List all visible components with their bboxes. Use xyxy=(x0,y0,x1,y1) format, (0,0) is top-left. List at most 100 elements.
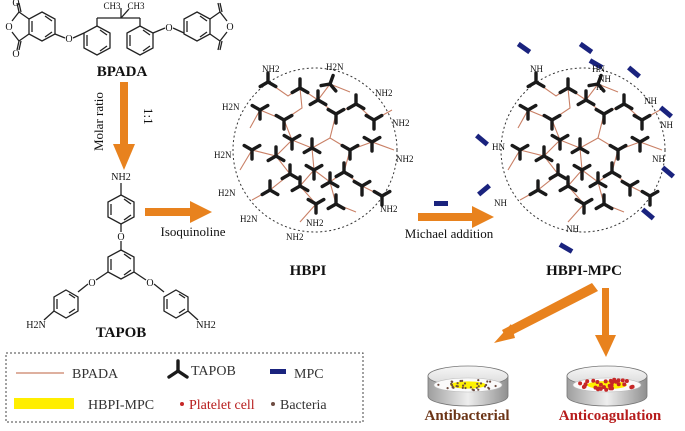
legend-mpc-label: MPC xyxy=(294,367,324,382)
legend-platelet-dot xyxy=(180,402,184,406)
tapob-unit xyxy=(280,172,292,181)
molar-ratio-arrow xyxy=(113,82,135,170)
cell-dot xyxy=(622,382,627,387)
oxygen-label: O xyxy=(146,278,153,289)
tapob-unit xyxy=(360,179,372,188)
hbpi-network xyxy=(232,67,398,233)
amine-label: NH2 xyxy=(111,172,130,183)
oxygen-label: O xyxy=(12,0,19,9)
tapob-unit xyxy=(258,80,270,89)
oxygen-label: O xyxy=(88,278,95,289)
mpc-graft xyxy=(659,105,673,119)
hbpi-mpc-network xyxy=(500,67,666,233)
amine-end-group: H2N xyxy=(214,150,232,160)
oxygen-label: O xyxy=(12,49,19,60)
hbpi-tapob-units xyxy=(242,71,392,215)
grafted-amine: NH xyxy=(652,154,665,164)
cell-dot xyxy=(591,378,596,383)
cell-dot xyxy=(463,382,467,385)
grafted-amine: NH xyxy=(644,96,657,106)
grafted-amine: NH xyxy=(530,64,543,74)
bpada-label: BPADA xyxy=(97,64,148,80)
cell-dot xyxy=(604,387,609,392)
legend: BPADA TAPOB MPC HBPI-MPC Platelet cell B… xyxy=(5,352,364,423)
amine-end-group: NH2 xyxy=(392,118,410,128)
isoquinoline-arrow xyxy=(145,201,212,223)
legend-platelet-label: Platelet cell xyxy=(189,398,255,413)
amine-end-group: NH2 xyxy=(380,204,398,214)
tapob-unit xyxy=(268,188,280,197)
oxygen-label: O xyxy=(117,232,124,243)
amine-end-group: NH2 xyxy=(306,218,324,228)
cell-dot xyxy=(494,384,497,388)
cell-dot xyxy=(456,382,459,385)
cell-dot xyxy=(464,386,467,390)
cell-dot xyxy=(477,379,480,382)
amine-label: H2N xyxy=(26,320,45,331)
mpc-graft xyxy=(661,165,675,179)
oxygen-label: O xyxy=(226,22,233,33)
legend-bacteria-dot xyxy=(271,402,275,406)
amine-end-group: NH2 xyxy=(286,232,304,242)
cell-dot xyxy=(612,377,617,382)
amine-end-group: H2N xyxy=(326,62,344,72)
cell-dot xyxy=(477,385,480,388)
legend-bpada-label: BPADA xyxy=(72,367,119,382)
anticoagulation-label: Anticoagulation xyxy=(559,408,662,424)
methyl-label: CH3 xyxy=(127,1,145,11)
amine-end-group: NH2 xyxy=(375,88,393,98)
ratio-value-label: 1:1 xyxy=(141,108,156,125)
isoquinoline-label: Isoquinoline xyxy=(161,224,226,239)
hbpi-label: HBPI xyxy=(290,263,327,279)
oxygen-label: O xyxy=(65,34,72,45)
cell-dot xyxy=(469,386,472,389)
cell-dot xyxy=(608,386,613,391)
tapob-unit xyxy=(319,82,332,88)
tapob-unit xyxy=(290,86,302,95)
mpc-graft xyxy=(627,65,641,79)
cell-dot xyxy=(486,380,489,383)
tapob-unit xyxy=(308,98,320,107)
amine-end-group: H2N xyxy=(240,214,258,224)
tapob-unit xyxy=(334,107,346,116)
grafted-amine: NH xyxy=(660,120,673,130)
amine-end-group: H2N xyxy=(222,102,240,112)
cell-dot xyxy=(446,387,449,390)
cell-dot xyxy=(595,380,600,384)
tapob-unit xyxy=(282,113,294,122)
anticoagulation-dish xyxy=(566,365,648,407)
cell-dot xyxy=(450,380,453,383)
cell-dot xyxy=(461,386,464,389)
tapob-unit xyxy=(314,197,326,206)
cell-dot xyxy=(476,382,479,385)
grafted-amine: NH xyxy=(598,74,611,84)
cell-dot xyxy=(578,381,583,386)
cell-dot xyxy=(583,382,588,387)
grafted-amine: HN xyxy=(492,142,505,152)
michael-addition-label: Michael addition xyxy=(405,226,494,241)
mpc-graft xyxy=(477,183,491,197)
bpada-structure xyxy=(11,2,228,56)
cell-dot xyxy=(451,385,454,389)
hbpi-mpc-boundary xyxy=(500,67,666,233)
molar-ratio-label: Molar ratio xyxy=(91,92,106,151)
legend-tapob-label: TAPOB xyxy=(191,364,236,379)
tapob-unit xyxy=(372,189,384,198)
bacteria-dots xyxy=(437,379,497,392)
cell-dot xyxy=(450,382,453,385)
legend-mpc-dash xyxy=(270,369,286,374)
mpc-graft xyxy=(516,41,532,55)
cell-dot xyxy=(598,382,603,387)
mpc-graft xyxy=(558,242,574,254)
legend-hbpi-mpc-swatch xyxy=(14,398,74,409)
grafted-amine: HN xyxy=(592,64,605,74)
cell-dot xyxy=(437,383,440,386)
amine-label: NH2 xyxy=(196,320,215,331)
mpc-reagent xyxy=(434,201,448,206)
oxygen-label: O xyxy=(5,22,12,33)
grafted-amine: H xyxy=(596,83,602,92)
tapob-unit xyxy=(334,170,346,179)
antibacterial-dish xyxy=(427,365,509,407)
hbpi-end-groups: NH2 H2N NH2 H2N NH2 H2N NH2 H2N NH2 H2N … xyxy=(214,62,414,242)
